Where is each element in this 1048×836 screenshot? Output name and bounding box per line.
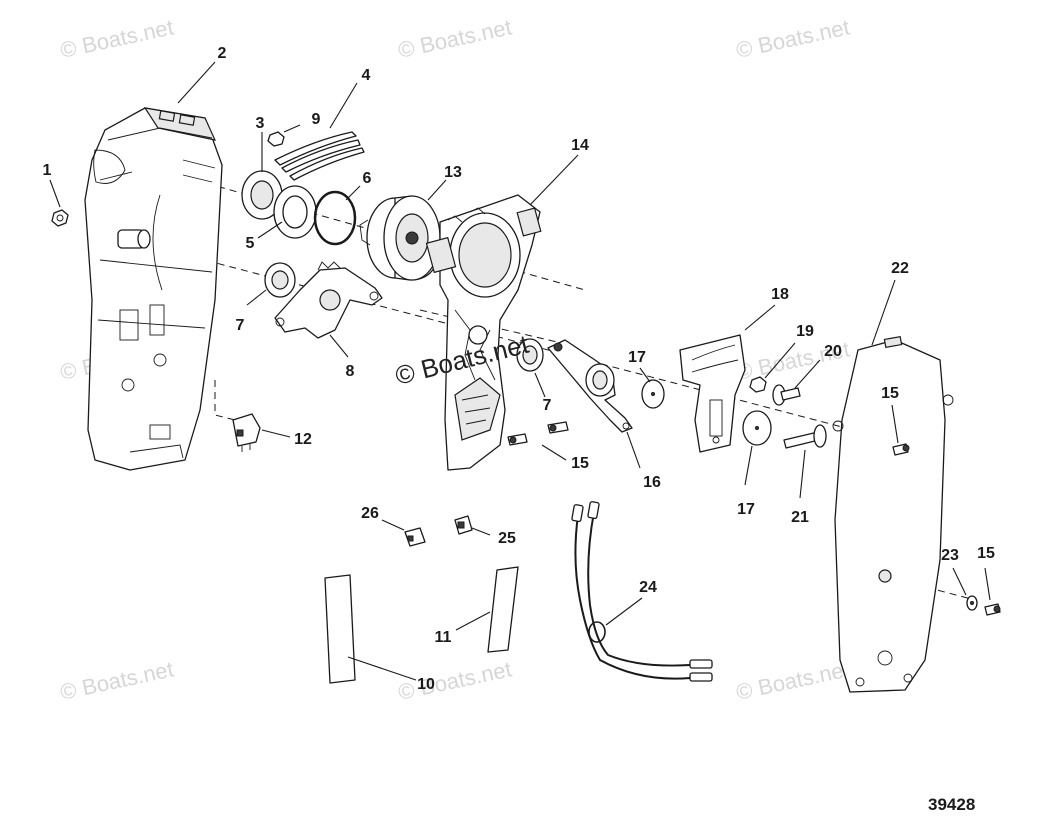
part-8-detent-lever [274,261,383,339]
part-22-cover [832,335,954,693]
figure-number: 39428 [928,795,975,814]
callout-11: 11 [435,629,452,646]
watermark: © Boats.net [396,14,514,62]
leader-lines [49,61,991,681]
part-7-bushing-lower [516,338,544,372]
part-3-ring [241,170,283,220]
callout-15-plate: 15 [571,455,589,472]
callout-21: 21 [791,509,809,526]
callout-3: 3 [256,115,265,132]
callout-2: 2 [218,45,227,62]
callout-12: 12 [294,431,312,448]
callout-16: 16 [643,474,661,491]
part-5-washer [273,185,317,239]
callout-13: 13 [444,164,462,181]
callout-18: 18 [771,286,789,303]
callout-1: 1 [43,162,52,179]
callout-6: 6 [363,170,372,187]
callout-7-upper: 7 [236,317,245,334]
callout-4: 4 [362,67,371,84]
part-20-screw [772,384,801,406]
callout-15-cover-upper: 15 [881,385,899,402]
part-15-screws-plate [507,421,569,446]
part-19-nut [749,376,767,393]
part-25-connector [454,515,473,535]
part-15-screw-cover-lower [984,603,1001,616]
callout-25: 25 [498,530,516,547]
callout-10: 10 [417,676,435,693]
part-16-throttle-arm [547,339,633,433]
callout-19: 19 [796,323,814,340]
watermark: © Boats.net [734,14,852,62]
callout-7-lower: 7 [543,397,552,414]
callout-14: 14 [571,137,589,154]
axis-line-middle [89,229,931,451]
callout-23: 23 [941,547,959,564]
watermark: © Boats.net [396,656,514,704]
callout-17-lower: 17 [737,501,755,518]
part-15-screw-cover-upper [892,443,910,456]
part-12-switch [232,413,261,452]
part-11-strip [487,566,519,653]
watermark: © Boats.net [58,14,176,62]
part-6-oring [313,190,357,246]
part-23-washer [966,595,978,611]
callout-5: 5 [246,235,255,252]
callout-24: 24 [639,579,657,596]
callout-17-upper: 17 [628,349,646,366]
axis-line-switch [214,380,236,421]
callout-20: 20 [824,343,842,360]
part-9-nut [267,131,285,147]
part-26-connector [404,527,426,547]
callout-9: 9 [312,111,321,128]
part-21-bolt [783,424,827,449]
callout-8: 8 [346,363,355,380]
part-10-strip [324,574,356,684]
part-2-housing [84,107,223,471]
part-4-springs [274,131,365,181]
callout-22: 22 [891,260,909,277]
callout-26: 26 [361,505,379,522]
part-18-bracket [679,334,746,453]
part-1-nut [51,209,69,227]
callouts: 1 2 3 4 5 6 7 7 8 9 10 11 12 13 14 15 15… [43,45,995,693]
part-24-harness [571,501,713,682]
part-7-bushing-upper [264,262,296,298]
callout-15-cover-lower: 15 [977,545,995,562]
watermark: © Boats.net [734,656,852,704]
part-13-friction-assembly [359,195,442,281]
watermark: © Boats.net [58,656,176,704]
part-14-mounting-plate [425,194,542,471]
part-17-washer-upper [641,379,665,409]
part-17-washer-lower [742,410,772,446]
